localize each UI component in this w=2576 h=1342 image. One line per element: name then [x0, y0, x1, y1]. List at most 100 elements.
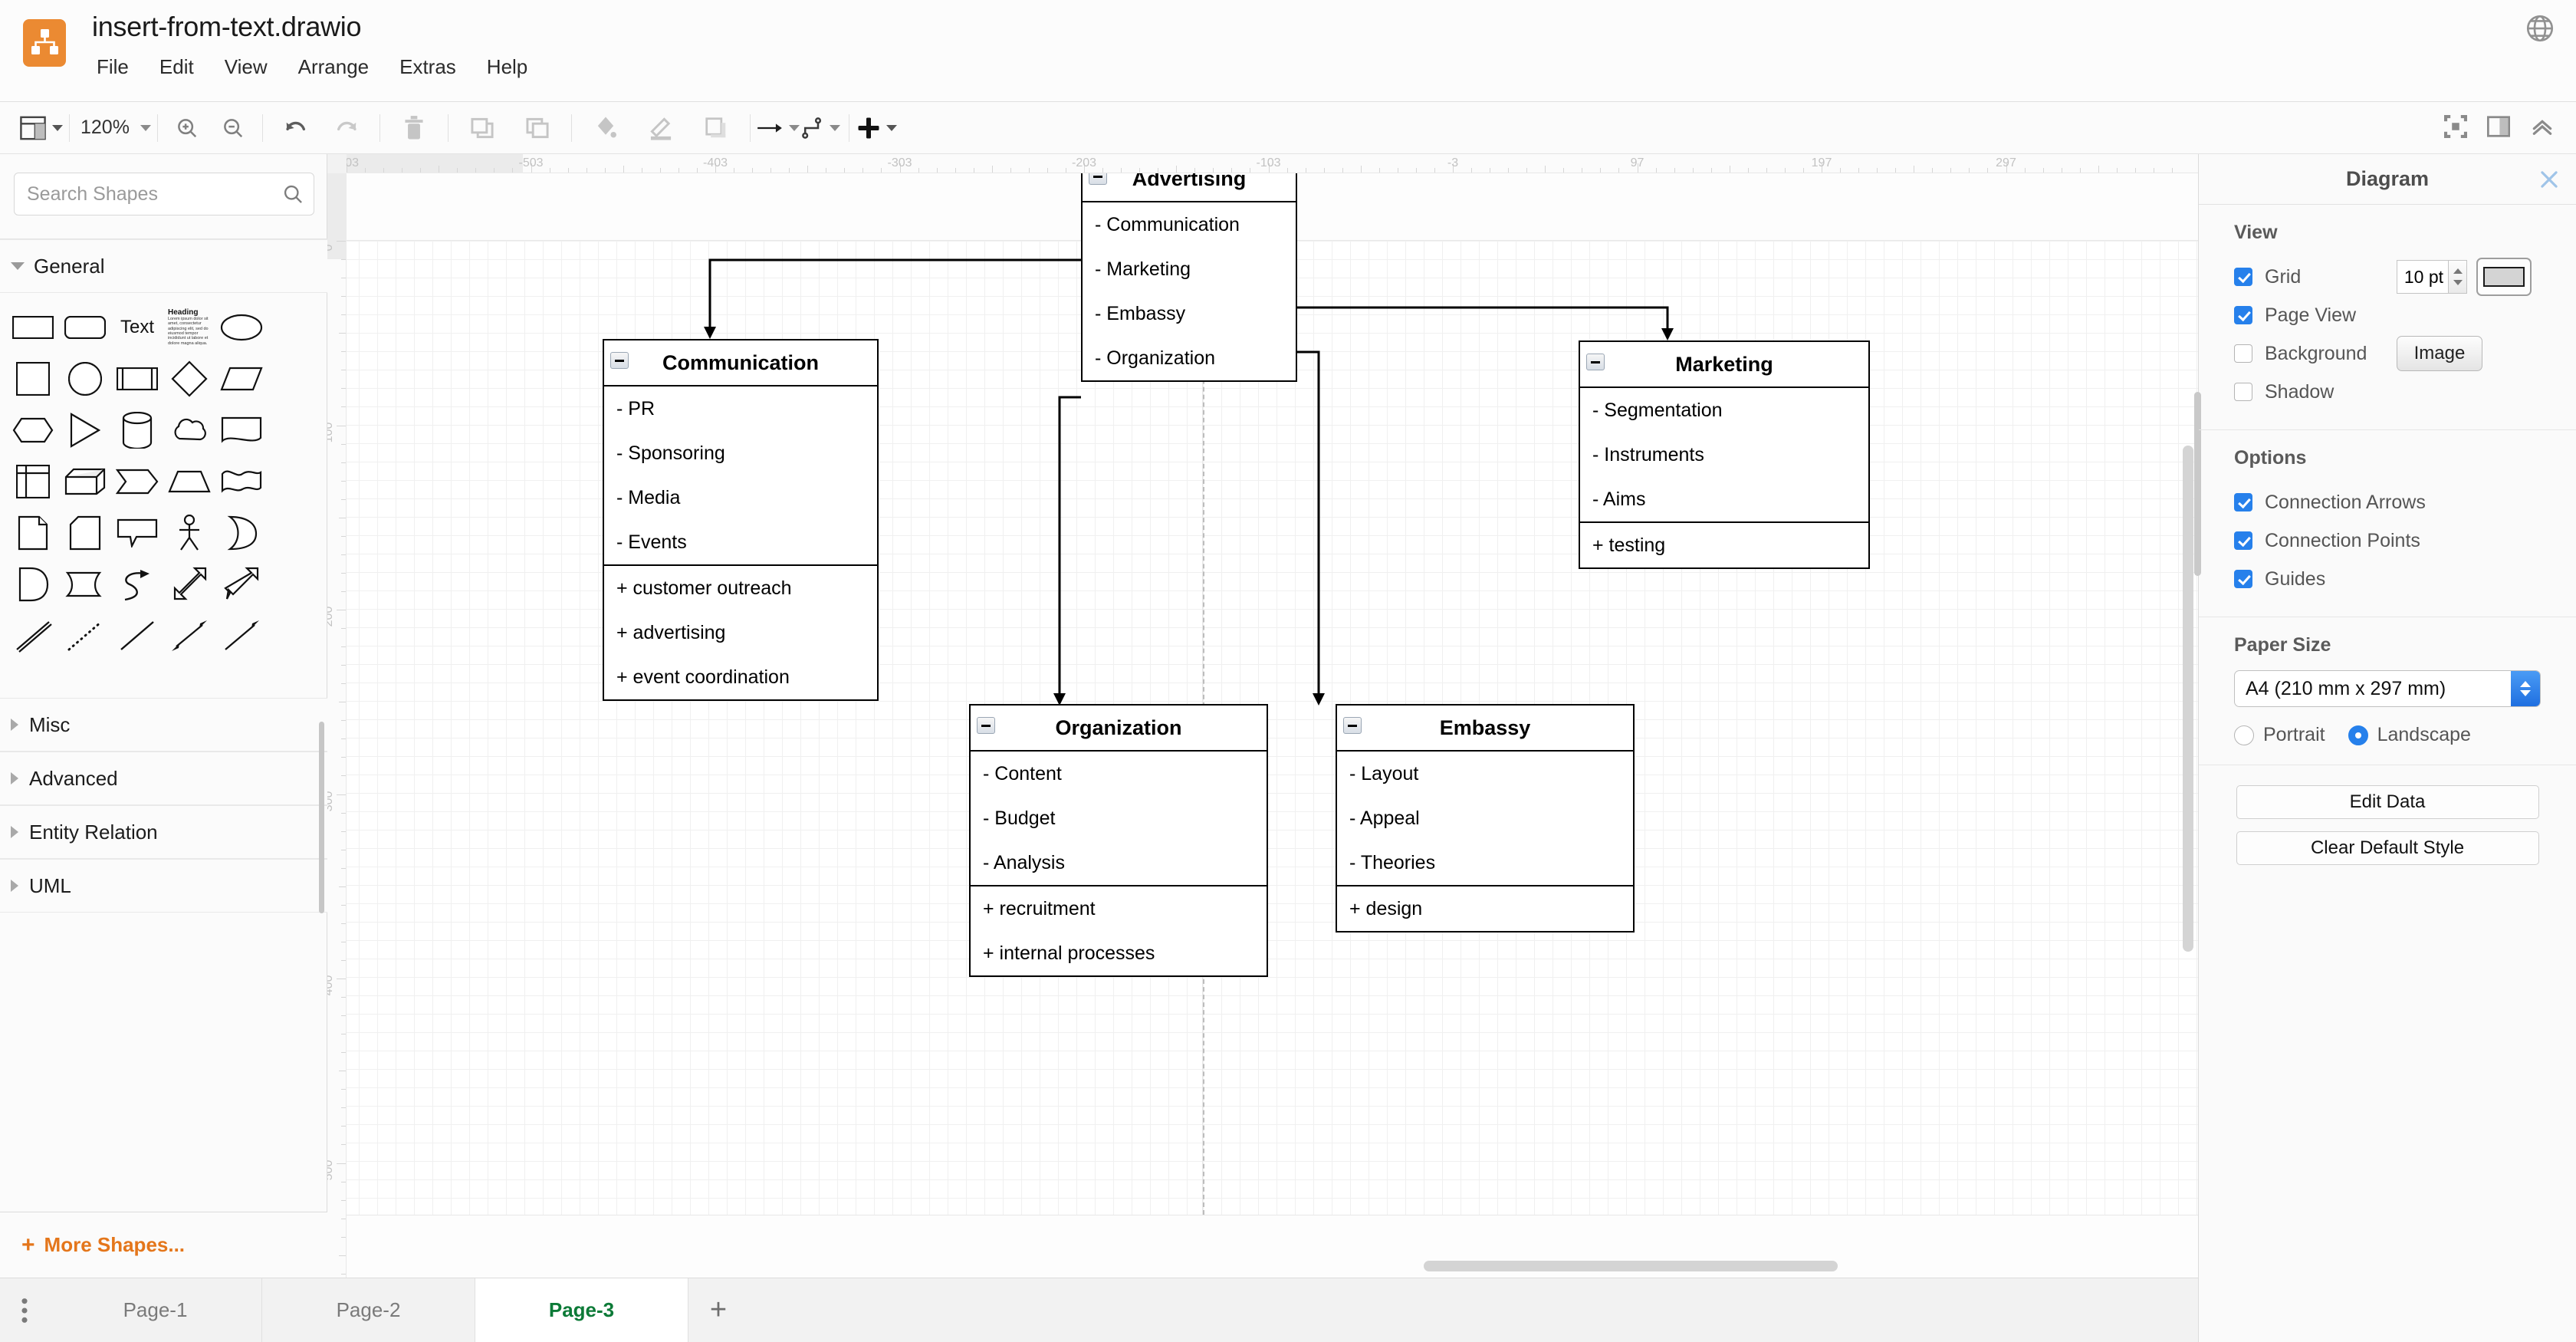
shape-trapezoid[interactable]	[156, 448, 222, 515]
minus-collapse-icon[interactable]	[1343, 717, 1362, 734]
uml-class-marketing[interactable]: Marketing - Segmentation - Instruments -…	[1579, 340, 1870, 569]
search-input[interactable]	[14, 173, 314, 215]
grid-size-stepper[interactable]	[2449, 260, 2467, 294]
fill-color-button[interactable]	[578, 102, 633, 154]
collapse-toolbar-button[interactable]	[2530, 116, 2555, 141]
zoom-out-button[interactable]	[210, 102, 256, 154]
shape-cylinder[interactable]	[104, 396, 170, 463]
uml-class-embassy[interactable]: Embassy - Layout - Appeal - Theories + d…	[1336, 704, 1635, 932]
menu-help[interactable]: Help	[486, 55, 528, 78]
page-tab-page-2[interactable]: Page-2	[262, 1278, 475, 1342]
sidebar-section-advanced[interactable]: Advanced	[0, 752, 327, 805]
shape-tape[interactable]	[209, 448, 274, 515]
shape-cube[interactable]	[52, 448, 118, 515]
shape-step[interactable]	[104, 448, 170, 515]
shape-process[interactable]	[104, 345, 170, 412]
connection-arrow-button[interactable]	[757, 102, 800, 154]
shape-diamond[interactable]	[156, 345, 222, 412]
undo-button[interactable]	[269, 102, 321, 154]
shape-hexagon[interactable]	[0, 396, 66, 463]
shape-curved-arrow[interactable]	[104, 551, 170, 617]
uml-class-organization[interactable]: Organization - Content - Budget - Analys…	[969, 704, 1268, 977]
sidebar-section-general[interactable]: General	[0, 239, 327, 293]
insert-button[interactable]	[856, 102, 899, 154]
edit-data-button[interactable]: Edit Data	[2236, 785, 2539, 819]
shape-callout[interactable]	[104, 499, 170, 566]
grid-color-button[interactable]	[2476, 258, 2532, 296]
chevron-updown-icon[interactable]	[2511, 671, 2540, 706]
shape-text[interactable]: Text	[104, 294, 170, 360]
shape-bidirectional-arrow[interactable]	[156, 602, 222, 669]
waypoint-style-button[interactable]	[800, 102, 843, 154]
zoom-in-button[interactable]	[164, 102, 210, 154]
shape-square[interactable]	[0, 345, 66, 412]
shape-double-line[interactable]	[0, 602, 66, 669]
canvas-vertical-scrollbar[interactable]	[2183, 446, 2193, 952]
menu-edit[interactable]: Edit	[159, 55, 194, 78]
shape-document[interactable]	[209, 396, 274, 463]
shape-internal-storage[interactable]	[0, 448, 66, 515]
minus-collapse-icon[interactable]	[977, 717, 995, 734]
menu-view[interactable]: View	[224, 55, 268, 78]
format-panel-toggle-button[interactable]	[2487, 115, 2510, 141]
shape-cloud[interactable]	[156, 396, 222, 463]
view-layers-button[interactable]	[0, 102, 63, 154]
sidebar-section-uml[interactable]: UML	[0, 859, 327, 913]
canvas-horizontal-scrollbar[interactable]	[1424, 1261, 1838, 1271]
sidebar-section-entity-relation[interactable]: Entity Relation	[0, 805, 327, 859]
page-menu-icon[interactable]	[0, 1278, 49, 1342]
minus-collapse-icon[interactable]	[1586, 354, 1605, 370]
page-view-checkbox[interactable]	[2234, 306, 2252, 324]
connection-points-checkbox[interactable]	[2234, 531, 2252, 550]
guides-checkbox[interactable]	[2234, 570, 2252, 588]
shape-double-arrow[interactable]	[156, 551, 222, 617]
shape-circle[interactable]	[52, 345, 118, 412]
shape-or[interactable]	[209, 499, 274, 566]
zoom-menu-button[interactable]: 120%	[76, 102, 151, 154]
background-checkbox[interactable]	[2234, 344, 2252, 363]
bring-to-front-button[interactable]	[455, 102, 510, 154]
shadow-checkbox[interactable]	[2234, 383, 2252, 401]
format-panel-scrollbar[interactable]	[2194, 392, 2201, 576]
shape-ellipse[interactable]	[209, 294, 274, 360]
connection-arrows-checkbox[interactable]	[2234, 493, 2252, 511]
menu-extras[interactable]: Extras	[399, 55, 456, 78]
fullscreen-button[interactable]	[2444, 114, 2467, 142]
close-icon[interactable]	[2539, 169, 2559, 189]
shape-note[interactable]	[0, 499, 66, 566]
shape-data-storage[interactable]	[52, 551, 118, 617]
clear-default-style-button[interactable]: Clear Default Style	[2236, 831, 2539, 865]
minus-collapse-icon[interactable]	[610, 352, 629, 369]
shape-rectangle[interactable]	[0, 294, 66, 360]
sidebar-scrollbar[interactable]	[319, 722, 324, 913]
shape-actor[interactable]	[156, 499, 222, 566]
shape-textbox[interactable]: Heading Lorem ipsum dolor sit amet, cons…	[156, 294, 222, 360]
add-page-button[interactable]: +	[709, 1294, 728, 1326]
shape-dotted-line[interactable]	[52, 602, 118, 669]
shape-rounded-rectangle[interactable]	[52, 294, 118, 360]
delete-button[interactable]	[386, 102, 442, 154]
uml-class-advertising[interactable]: Advertising - Communication - Marketing …	[1081, 173, 1297, 382]
shape-directional-arrow[interactable]	[209, 602, 274, 669]
menu-arrange[interactable]: Arrange	[297, 55, 370, 78]
background-image-button[interactable]: Image	[2397, 336, 2482, 371]
search-icon[interactable]	[282, 183, 304, 209]
uml-class-communication[interactable]: Communication - PR - Sponsoring - Media …	[603, 339, 879, 701]
shape-parallelogram[interactable]	[209, 345, 274, 412]
redo-button[interactable]	[321, 102, 373, 154]
shape-triangle[interactable]	[52, 396, 118, 463]
paper-size-select[interactable]: A4 (210 mm x 297 mm)	[2234, 670, 2541, 707]
send-to-back-button[interactable]	[510, 102, 565, 154]
canvas-viewport[interactable]: Advertising - Communication - Marketing …	[347, 173, 2198, 1278]
shape-arrow[interactable]	[209, 551, 274, 617]
shape-style-button[interactable]	[688, 102, 744, 154]
shape-line[interactable]	[104, 602, 170, 669]
more-shapes-button[interactable]: + More Shapes...	[0, 1212, 327, 1278]
grid-checkbox[interactable]	[2234, 268, 2252, 286]
globe-icon[interactable]	[2524, 12, 2556, 44]
menu-file[interactable]: File	[97, 55, 129, 78]
page-tab-page-3[interactable]: Page-3	[475, 1278, 688, 1342]
portrait-radio[interactable]	[2234, 725, 2254, 745]
page-tab-page-1[interactable]: Page-1	[49, 1278, 262, 1342]
